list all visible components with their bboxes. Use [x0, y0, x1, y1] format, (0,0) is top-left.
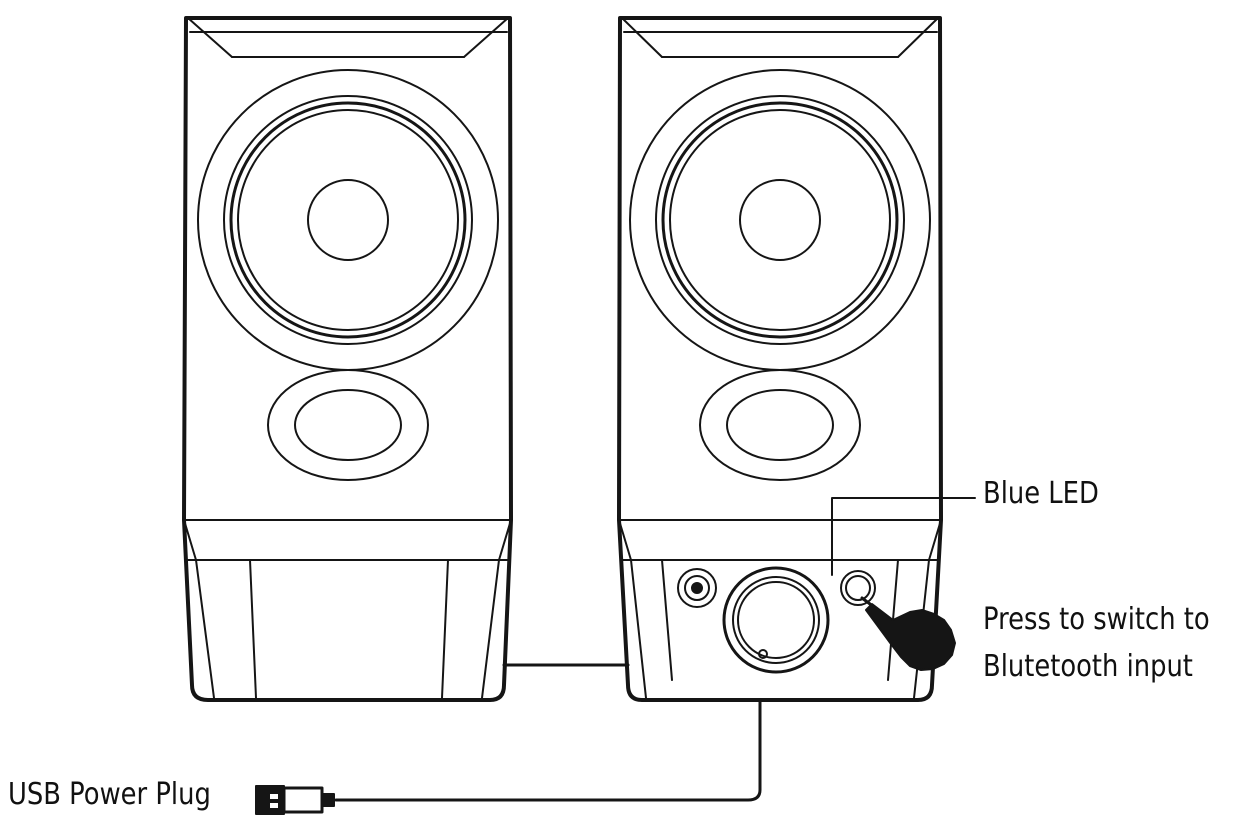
- pointing-hand-icon: [860, 596, 956, 671]
- left-speaker: [182, 16, 513, 702]
- press-to-switch-label: Press to switch to: [983, 602, 1210, 637]
- blue-led-label: Blue LED: [983, 476, 1099, 511]
- right-bass-port: [699, 369, 861, 481]
- bluetooth-input-label: Blutetooth input: [983, 649, 1193, 684]
- volume-knob-icon: [722, 566, 830, 674]
- right-speaker: [617, 16, 943, 702]
- blue-led-leader: [831, 497, 976, 576]
- usb-power-plug-label: USB Power Plug: [8, 777, 211, 812]
- aux-jack-icon: [677, 568, 717, 608]
- right-woofer: [629, 69, 931, 371]
- left-woofer: [197, 69, 499, 371]
- left-bass-port: [267, 369, 429, 481]
- usb-power-cable: [334, 698, 762, 802]
- usb-plug-icon: [255, 785, 335, 815]
- bluetooth-button-icon: [840, 570, 876, 606]
